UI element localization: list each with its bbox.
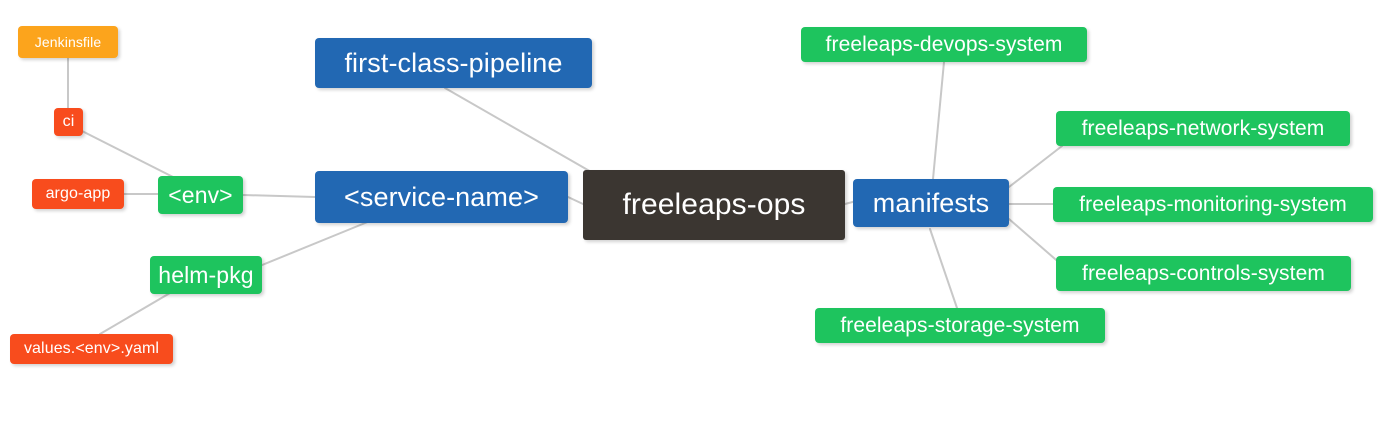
node-label: first-class-pipeline xyxy=(344,47,563,78)
node-label: <env> xyxy=(168,181,233,208)
edge-service-name-helm-pkg xyxy=(244,220,371,273)
node-first-class-pipeline[interactable]: first-class-pipeline xyxy=(315,38,592,88)
edge-manifests-storage-system xyxy=(929,228,958,309)
node-label: freeleaps-devops-system xyxy=(825,33,1063,56)
node-label: values.<env>.yaml xyxy=(23,340,160,357)
node-label: ci xyxy=(62,113,75,130)
node-label: freeleaps-controls-system xyxy=(1082,262,1325,285)
node-freeleaps-controls-system[interactable]: freeleaps-controls-system xyxy=(1056,256,1351,291)
node-ci[interactable]: ci xyxy=(54,108,83,136)
node-helm-pkg[interactable]: helm-pkg xyxy=(150,256,262,294)
node-label: freeleaps-network-system xyxy=(1081,117,1325,140)
node-label: <service-name> xyxy=(344,181,539,212)
node-label: helm-pkg xyxy=(158,261,254,288)
node-label: Jenkinsfile xyxy=(34,34,102,50)
edge-root-first-class-pipeline xyxy=(444,87,601,178)
node-env[interactable]: <env> xyxy=(158,176,243,214)
node-argo-app[interactable]: argo-app xyxy=(32,179,124,209)
node-label: manifests xyxy=(872,187,990,218)
node-label: freeleaps-ops xyxy=(622,188,806,221)
edge-manifests-network-system xyxy=(1008,145,1063,188)
node-freeleaps-network-system[interactable]: freeleaps-network-system xyxy=(1056,111,1350,146)
node-freeleaps-storage-system[interactable]: freeleaps-storage-system xyxy=(815,308,1105,343)
edge-manifests-devops-system xyxy=(932,61,945,180)
node-label: freeleaps-storage-system xyxy=(840,314,1080,337)
node-label: argo-app xyxy=(45,185,111,202)
edge-service-name-env xyxy=(242,194,316,198)
node-values-yaml[interactable]: values.<env>.yaml xyxy=(10,334,173,364)
edge-manifests-controls-system xyxy=(1008,218,1063,266)
node-manifests[interactable]: manifests xyxy=(853,179,1009,227)
node-service-name[interactable]: <service-name> xyxy=(315,171,568,223)
edge-root-service-name xyxy=(567,196,584,205)
node-freeleaps-monitoring-system[interactable]: freeleaps-monitoring-system xyxy=(1053,187,1373,222)
edge-helm-pkg-values-yaml xyxy=(99,292,171,335)
node-freeleaps-devops-system[interactable]: freeleaps-devops-system xyxy=(801,27,1087,62)
edge-env-ci xyxy=(81,130,176,179)
node-jenkinsfile[interactable]: Jenkinsfile xyxy=(18,26,118,58)
node-label: freeleaps-monitoring-system xyxy=(1079,193,1347,216)
node-freeleaps-ops[interactable]: freeleaps-ops xyxy=(583,170,845,240)
